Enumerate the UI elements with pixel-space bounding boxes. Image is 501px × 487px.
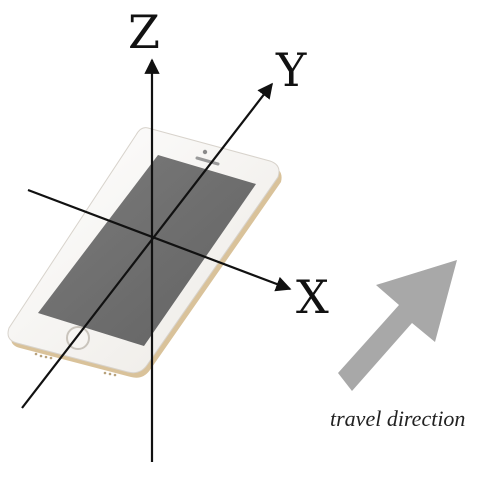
travel-direction-caption: travel direction — [330, 406, 465, 431]
y-axis-label: Y — [275, 43, 307, 97]
y-axis — [21, 82, 273, 409]
travel-direction-arrow-icon — [338, 260, 457, 391]
phone-bottom-grille — [34, 352, 117, 377]
phone-camera — [202, 149, 208, 155]
x-axis-label: X — [296, 270, 329, 324]
phone-speaker — [195, 156, 220, 166]
phone-screen — [38, 155, 256, 346]
x-axis — [27, 188, 292, 292]
axes — [21, 58, 292, 462]
z-axis-label: Z — [128, 5, 160, 59]
smartphone-icon — [7, 127, 282, 378]
